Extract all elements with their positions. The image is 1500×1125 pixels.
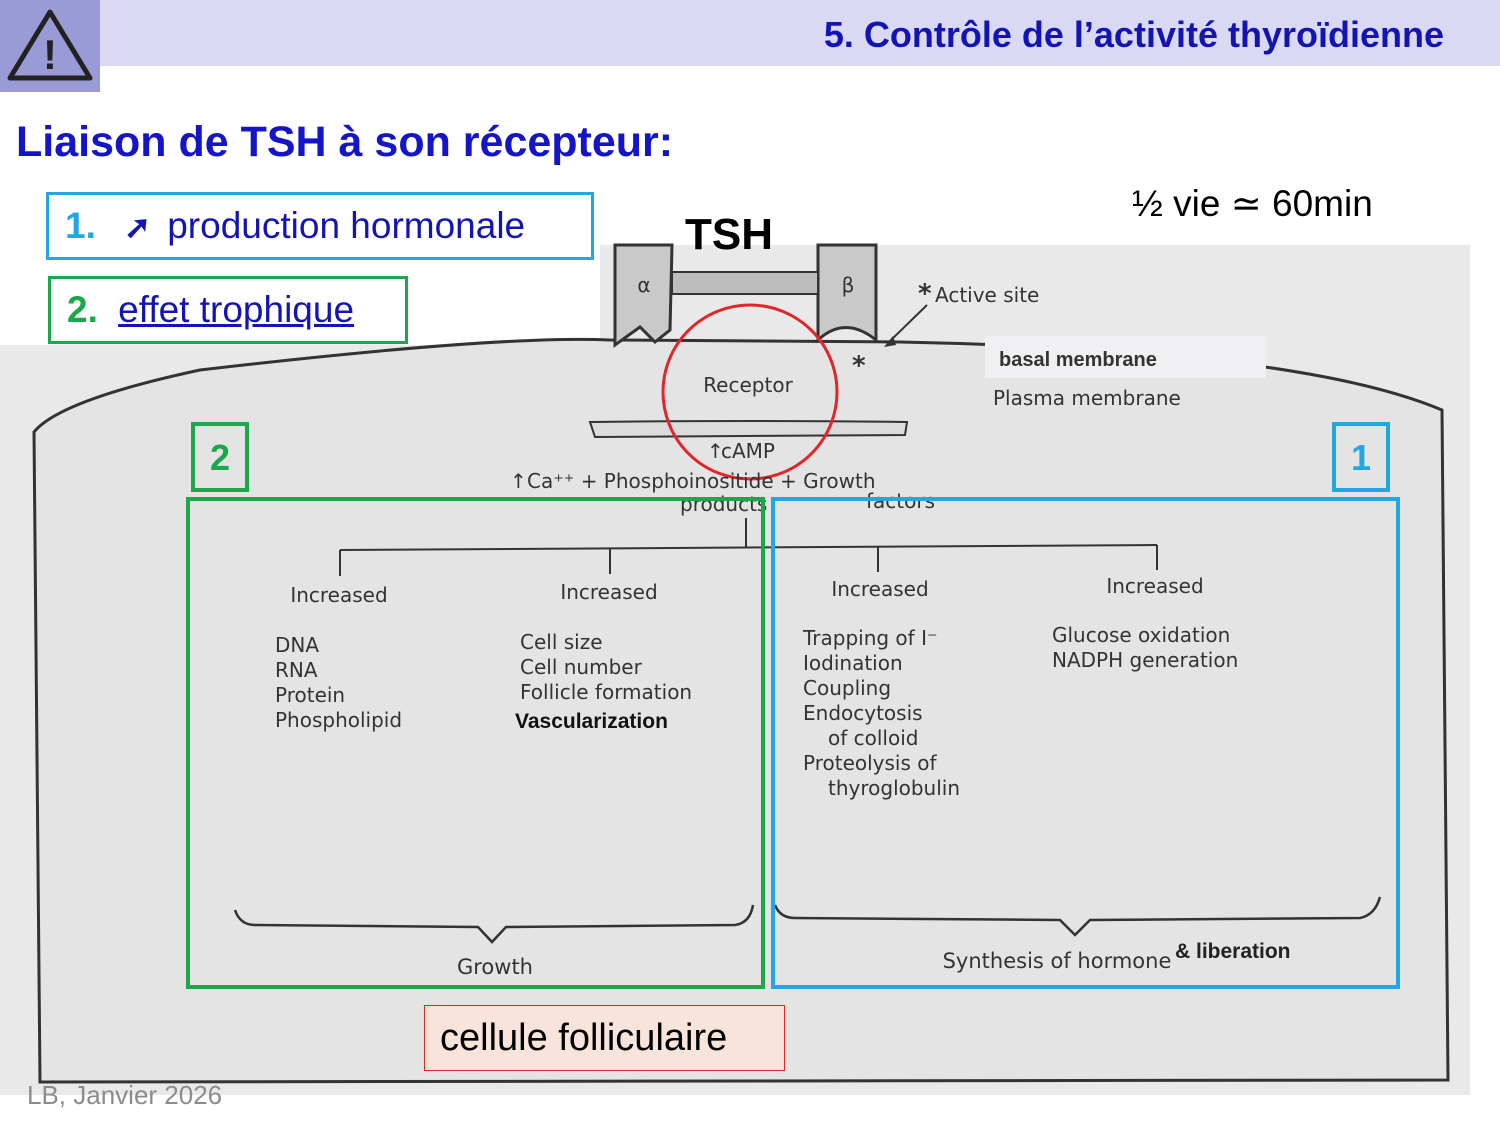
cell-body (32, 337, 1450, 1084)
growth-brace (233, 904, 755, 944)
col1-item: RNA (275, 658, 318, 682)
col1-item: DNA (275, 633, 319, 657)
active-site-arrow (887, 304, 928, 344)
legend-item-hormone-production: 1. ➚ production hormonale (46, 192, 594, 260)
alpha-subunit (613, 243, 674, 348)
warning-triangle-icon: ! (7, 9, 93, 81)
growth-label: Growth (457, 955, 533, 979)
col3-item: Trapping of I⁻ (802, 626, 938, 650)
increased-heading-2: Increased (560, 580, 657, 604)
col4-item: Glucose oxidation (1052, 623, 1230, 647)
warning-symbol: ! (43, 31, 57, 78)
col3-item: Iodination (803, 651, 903, 675)
page-title: Liaison de TSH à son récepteur: (16, 118, 674, 166)
tree-branch (339, 544, 1158, 551)
up-arrow-icon: ↑ (707, 439, 724, 463)
box2-number: 2 (210, 437, 230, 478)
receptor-label: Receptor (703, 373, 793, 397)
header-bar (100, 0, 1500, 66)
box1-number: 1 (1351, 437, 1371, 478)
legend-number-1: 1. (65, 205, 96, 246)
footer-credit: LB, Janvier 2026 (27, 1080, 223, 1110)
box2-number-frame (191, 422, 249, 492)
camp-label: cAMP (721, 439, 775, 463)
basal-membrane-label: basal membrane (999, 349, 1157, 371)
half-life-text: ½ vie ≃ 60min (1132, 183, 1373, 224)
up-arrow-icon: ↑ (510, 469, 527, 493)
plasma-membrane-label: Plasma membrane (993, 386, 1181, 410)
col2-item: Cell number (520, 655, 643, 679)
col2-item: Cell size (520, 630, 603, 654)
liberation-label: & liberation (1175, 940, 1291, 963)
legend-text-1: production hormonale (167, 205, 526, 246)
col3-item: Endocytosis (803, 701, 923, 725)
legend-number-2: 2. (67, 289, 98, 330)
col3-item: Proteolysis of (803, 751, 937, 775)
receptor-notch (588, 420, 909, 439)
cell-type-label: cellule folliculaire (424, 1005, 785, 1071)
membrane-asterisk: * (852, 351, 866, 381)
synthesis-label: Synthesis of hormone (943, 949, 1172, 973)
increased-heading-3: Increased (831, 577, 928, 601)
header-title: 5. Contrôle de l’activité thyroïdienne (823, 14, 1444, 55)
trophic-effect-box (186, 497, 765, 989)
col2-item: Follicle formation (520, 680, 692, 704)
col4-item: NADPH generation (1052, 648, 1238, 672)
box1-number-frame (1332, 422, 1390, 492)
products-label: products (680, 492, 767, 516)
basal-membrane-box (985, 336, 1266, 378)
col1-item: Protein (275, 683, 345, 707)
active-site-asterisk: * (918, 279, 932, 309)
up-right-arrow-icon: ➚ (124, 209, 151, 245)
col3-item: Coupling (803, 676, 891, 700)
active-site-arrowhead (884, 336, 896, 347)
col3-item: of colloid (828, 726, 918, 750)
increased-heading-1: Increased (290, 583, 387, 607)
active-site-label: Active site (935, 283, 1039, 307)
col3-item: thyroglobulin (828, 776, 960, 800)
vascularization-label: Vascularization (515, 710, 668, 733)
warning-box: ! (0, 0, 100, 92)
beta-label: β (842, 273, 855, 297)
tsh-bridge (671, 271, 819, 295)
increased-heading-4: Increased (1106, 574, 1203, 598)
col1-item: Phospholipid (275, 708, 402, 732)
tsh-label: TSH (685, 210, 773, 259)
legend-item-trophic-effect: 2. effet trophique (48, 276, 408, 344)
legend-text-2[interactable]: effet trophique (118, 289, 355, 330)
messengers-label: Ca⁺⁺ + Phosphoinositide + Growth (527, 469, 876, 493)
synthesis-brace (773, 896, 1382, 937)
alpha-label: α (637, 273, 650, 297)
receptor-highlight-circle (661, 303, 839, 481)
hormone-production-box (771, 497, 1400, 989)
